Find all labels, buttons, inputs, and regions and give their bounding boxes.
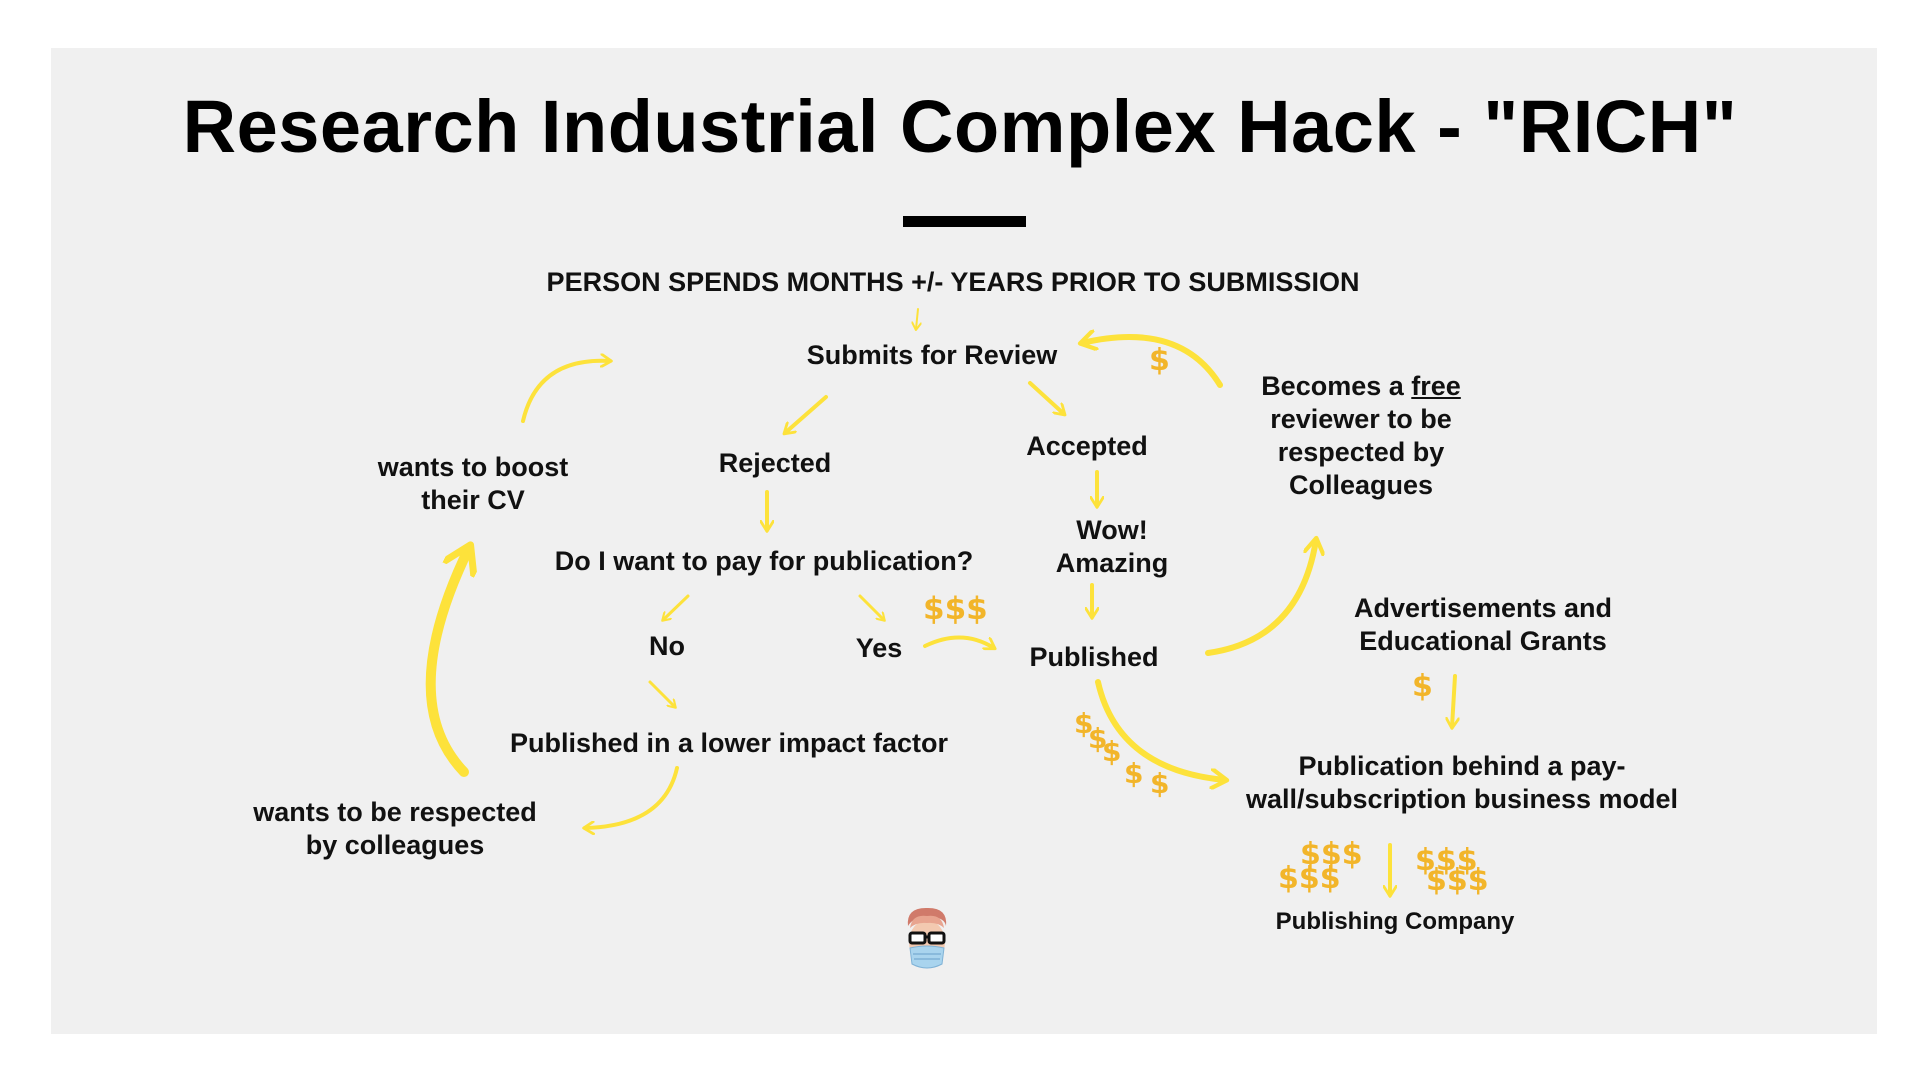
avatar-masked-person bbox=[907, 907, 947, 969]
reviewer-line-2: reviewer to be bbox=[1270, 403, 1452, 434]
paywall-line-2: wall/subscription business model bbox=[1245, 783, 1679, 814]
node-ads-grants: Advertisements and Educational Grants bbox=[1354, 592, 1612, 658]
boost-line-1: wants to boost bbox=[377, 452, 569, 482]
node-yes: Yes bbox=[855, 633, 903, 663]
node-accepted: Accepted bbox=[1026, 431, 1148, 461]
node-paywall: Publication behind a pay- wall/subscript… bbox=[1246, 750, 1678, 816]
dollar-signs-pile-right-top: $$$ bbox=[1415, 843, 1478, 878]
node-rejected: Rejected bbox=[718, 448, 832, 478]
respected-line-1: wants to be respected bbox=[253, 797, 537, 827]
arrow-submits-to-accepted bbox=[1028, 381, 1064, 414]
arrow-published-to-reviewer bbox=[1205, 540, 1316, 656]
node-publishing-company: Publishing Company bbox=[1275, 908, 1515, 935]
reviewer-line-3: respected by bbox=[1277, 436, 1445, 467]
node-submits-for-review: Submits for Review bbox=[806, 340, 1058, 370]
title-underline-bar bbox=[903, 216, 1026, 227]
arrow-top-to-submits bbox=[916, 308, 918, 329]
reviewer-free-word: free bbox=[1411, 371, 1461, 401]
node-boost-cv: wants to boost their CV bbox=[378, 451, 569, 517]
arrow-reviewer-to-submits bbox=[1082, 337, 1223, 388]
node-pay-question: Do I want to pay for publication? bbox=[554, 546, 974, 576]
dollar-signs-pile-left-bottom: $$$ bbox=[1278, 861, 1341, 896]
dollar-signs-pile-left-top: $$$ bbox=[1300, 837, 1363, 872]
arrow-lower-to-respected bbox=[585, 766, 679, 828]
reviewer-line-4: Colleagues bbox=[1288, 469, 1434, 500]
page-title: Research Industrial Complex Hack - "RICH… bbox=[183, 84, 1738, 169]
node-no: No bbox=[649, 631, 685, 661]
node-lower-impact: Published in a lower impact factor bbox=[509, 728, 949, 758]
dollar-sign-cascade-3: $ bbox=[1102, 735, 1122, 768]
paywall-line-1: Publication behind a pay- bbox=[1298, 751, 1626, 781]
dollar-signs-yes: $$$ bbox=[923, 591, 988, 627]
boost-line-2: their CV bbox=[421, 484, 525, 515]
title-part-underlined: Com bbox=[900, 85, 1066, 168]
arrow-ads-to-paywall bbox=[1452, 674, 1455, 727]
ads-line-2: Educational Grants bbox=[1359, 625, 1607, 656]
reviewer-line-1: Becomes a free bbox=[1261, 370, 1461, 403]
dollar-sign-cascade-1: $ bbox=[1074, 707, 1094, 740]
node-published: Published bbox=[1029, 642, 1159, 672]
arrow-question-to-no bbox=[663, 594, 690, 620]
wow-line-2: Amazing bbox=[1055, 547, 1169, 578]
arrow-respected-to-boost bbox=[425, 548, 469, 777]
node-free-reviewer: Becomes a free reviewer to be respected … bbox=[1261, 370, 1461, 502]
dollar-sign-cascade-2: $ bbox=[1088, 722, 1108, 755]
node-months-prior: PERSON SPENDS MONTHS +/- YEARS PRIOR TO … bbox=[546, 267, 1360, 297]
arrow-no-to-lower bbox=[648, 680, 675, 707]
node-respected-colleagues: wants to be respected by colleagues bbox=[253, 796, 537, 862]
title-part-1: Research Industrial bbox=[182, 85, 901, 168]
arrow-boost-to-submits bbox=[521, 361, 610, 423]
ads-line-1: Advertisements and bbox=[1353, 593, 1613, 623]
slide-panel bbox=[51, 48, 1877, 1034]
node-wow-amazing: Wow! Amazing bbox=[1056, 514, 1169, 580]
dollar-sign-review: $ bbox=[1149, 343, 1170, 378]
arrow-submits-to-rejected bbox=[785, 395, 828, 433]
wow-line-1: Wow! bbox=[1076, 515, 1148, 545]
arrow-question-to-yes bbox=[858, 594, 884, 620]
respected-line-2: by colleagues bbox=[305, 829, 485, 860]
arrow-yes-to-published bbox=[923, 635, 994, 648]
arrow-published-to-paywall bbox=[1095, 679, 1225, 780]
dollar-sign-cascade-4: $ bbox=[1124, 757, 1144, 790]
dollar-sign-cascade-5: $ bbox=[1150, 767, 1170, 800]
reviewer-line-1-text: Becomes a bbox=[1261, 371, 1412, 401]
title-part-2: plex Hack - "RICH" bbox=[1065, 85, 1738, 168]
dollar-signs-pile-right-bottom: $$$ bbox=[1426, 863, 1489, 898]
dollar-sign-ads: $ bbox=[1412, 669, 1433, 704]
